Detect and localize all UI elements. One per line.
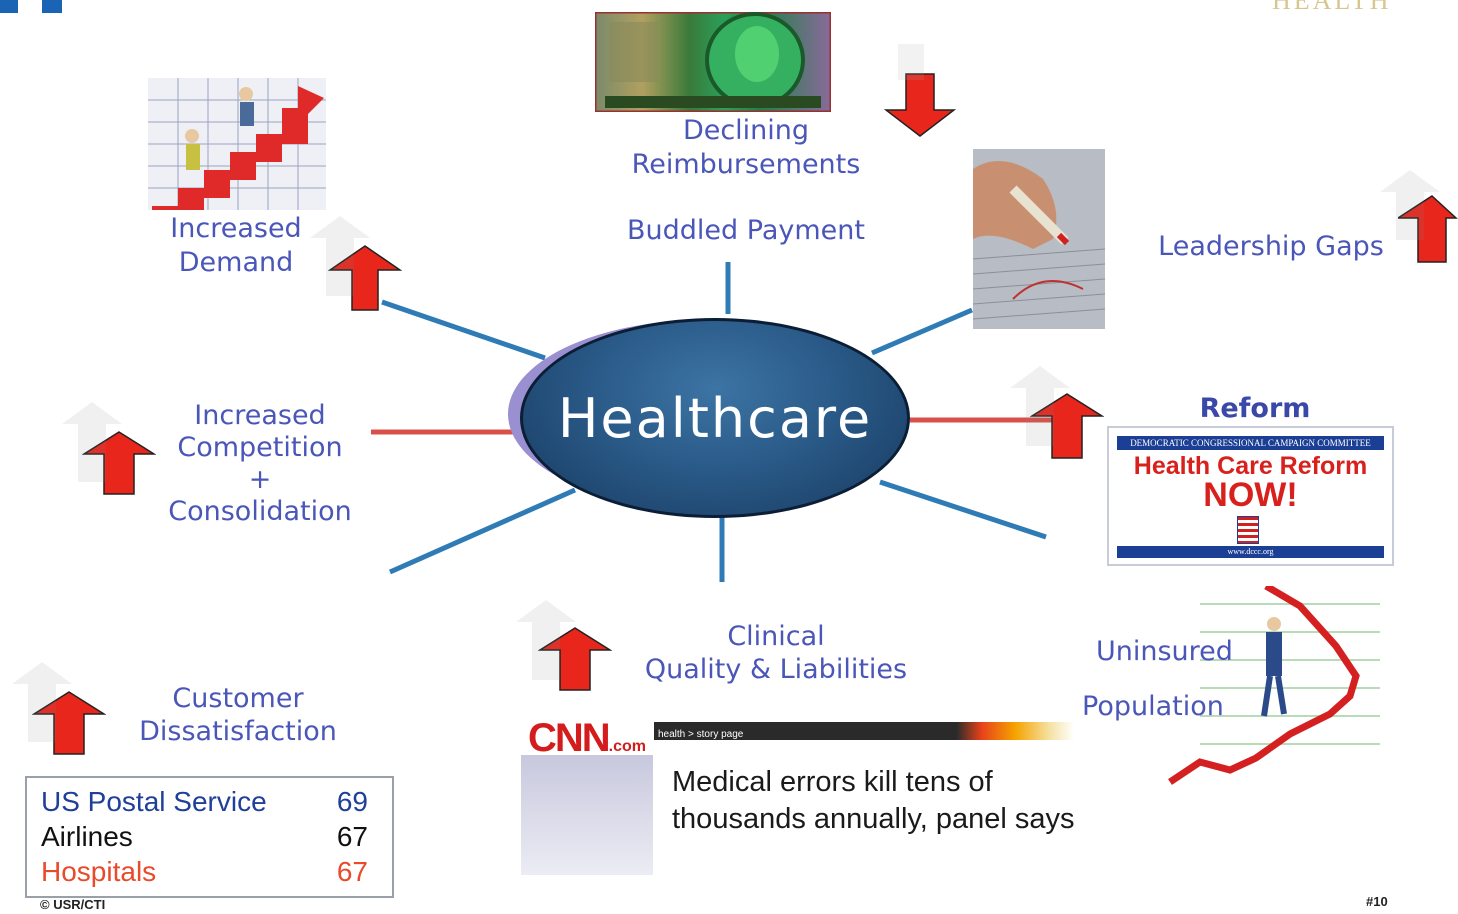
label-line: Reimbursements [631,149,861,180]
label-line: Demand [178,247,294,278]
ghost-arrow-icon [12,662,72,742]
spoke-uninsured [879,479,1047,540]
satisfaction-score-table: US Postal Service 69 Airlines 67 Hospita… [25,776,394,898]
cnn-header-bar: health > story page [654,722,1074,740]
label-line: Quality & Liabilities [644,654,908,685]
label-bundled-payment: Buddled Payment [627,215,865,246]
label-leadership-gaps: Leadership Gaps [1158,231,1384,262]
spoke-leadership [871,307,973,356]
label-line: + [248,464,272,495]
sign-line2: NOW! [1203,476,1298,514]
label-line: Dissatisfaction [139,716,337,747]
spoke-demand [381,299,546,361]
cnn-breadcrumb: health > story page [658,729,744,740]
center-label: Healthcare [557,386,873,450]
currency-image [595,12,831,112]
label-declining-reimbursements: Declining Reimbursements [600,114,892,182]
score-row-hospitals: Hospitals 67 [41,856,368,892]
label-uninsured-population: Uninsured Population [1082,624,1252,734]
up-arrow-competition-icon [82,431,156,495]
label-line: Clinical [727,621,825,652]
label-clinical-quality: Clinical Quality & Liabilities [628,620,924,686]
ghost-arrow-icon [1010,366,1070,446]
label-line: Declining [682,115,810,146]
up-arrow-leadership-icon [1398,195,1458,263]
down-arrow-ghost-icon [898,44,924,80]
label-reform: Reform [1199,393,1311,424]
score-value: 67 [336,856,368,887]
ghost-arrow-icon [62,402,122,482]
climber-graph-image [1168,586,1380,785]
up-arrow-clinical-icon [538,627,612,691]
sign-line1: Health Care Reform [1133,452,1368,480]
cnn-logo-text: CNN [528,716,611,760]
cnn-headline: Medical errors kill tens of thousands an… [672,766,1075,835]
label-increased-demand: Increased Demand [140,212,332,280]
label-line: Increased [194,400,326,431]
header-corner-text: HEALTH [1272,0,1392,15]
score-row-postal: US Postal Service 69 [41,786,368,822]
up-arrow-reform-icon [1030,393,1104,459]
up-arrow-customer-icon [32,691,106,755]
ghost-arrow-icon [516,600,576,680]
down-arrow-icon [884,73,956,137]
ghost-arrow-icon [1380,170,1440,240]
label-line: Customer [172,683,304,714]
logo-fragment [0,0,64,13]
score-name: US Postal Service [41,786,267,817]
score-row-airlines: Airlines 67 [41,821,368,857]
ghost-arrow-icon [310,216,370,296]
label-line: Competition [177,432,343,463]
score-value: 67 [336,821,368,852]
score-value: 69 [336,786,368,817]
cnn-sidebar [521,755,653,875]
spoke-customer [388,487,577,575]
label-line: Increased [170,213,302,244]
label-line: Consolidation [168,496,352,527]
score-name: Airlines [41,821,133,852]
pen-writing-image [973,149,1105,329]
label-customer-dissatisfaction: Customer Dissatisfaction [126,682,350,748]
center-ellipse: Healthcare [520,318,910,518]
sign-flag-icon [1237,516,1259,544]
stairs-climbing-image [148,78,326,210]
sign-top-banner: DEMOCRATIC CONGRESSIONAL CAMPAIGN COMMIT… [1117,436,1384,450]
slide-number: #10 [1366,894,1388,909]
reform-sign-image: DEMOCRATIC CONGRESSIONAL CAMPAIGN COMMIT… [1107,426,1394,566]
copyright-footer: © USR/CTI [40,897,106,912]
cnn-logo-suffix: .com [608,738,647,755]
label-line: Population [1082,691,1224,722]
cnn-logo: CNN.com [528,716,646,761]
sign-url: www.dccc.org [1117,546,1384,558]
label-increased-competition: Increased Competition + Consolidation [160,400,360,528]
label-line: Uninsured [1096,636,1233,667]
up-arrow-demand-icon [328,245,402,311]
score-name: Hospitals [41,856,157,887]
